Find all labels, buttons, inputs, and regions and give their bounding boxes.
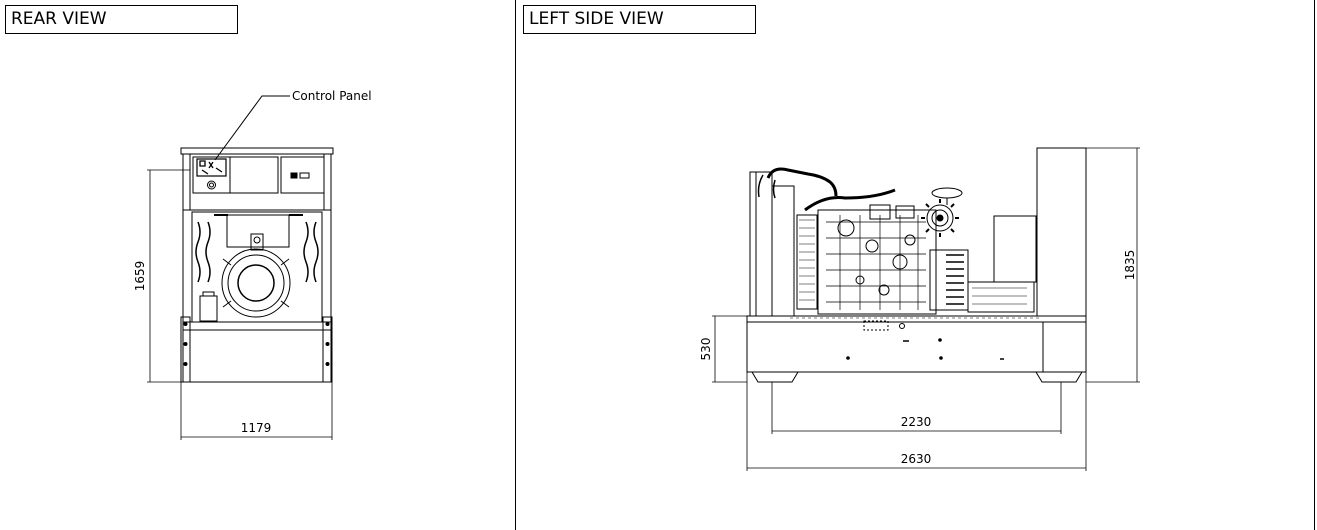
side-foot-left <box>751 371 799 383</box>
side-foot-right <box>1035 371 1083 383</box>
side-foot-span-dimension-value: 2230 <box>901 415 932 429</box>
control-panel-box <box>192 156 231 194</box>
panel-divider <box>515 0 516 530</box>
rear-height-dimension-value: 1659 <box>133 261 147 292</box>
side-base-frame <box>746 315 1087 373</box>
side-base-height-dimension-value: 530 <box>699 338 713 361</box>
control-panel-leader <box>214 95 290 161</box>
side-total-height-dimension-value: 1835 <box>1123 250 1137 281</box>
left-side-view-title: LEFT SIDE VIEW <box>523 5 756 34</box>
side-view-drawing <box>712 147 1140 471</box>
rear-canopy-roof <box>180 147 334 155</box>
side-enclosure-column <box>1036 147 1087 317</box>
rear-enclosure <box>182 153 332 383</box>
rear-width-dimension-value: 1179 <box>241 421 272 435</box>
rear-view-title: REAR VIEW <box>5 5 238 34</box>
control-panel-callout-label: Control Panel <box>292 89 372 103</box>
right-border <box>1314 0 1315 530</box>
rear-view-drawing <box>147 95 334 440</box>
side-total-length-dimension-value: 2630 <box>901 452 932 466</box>
